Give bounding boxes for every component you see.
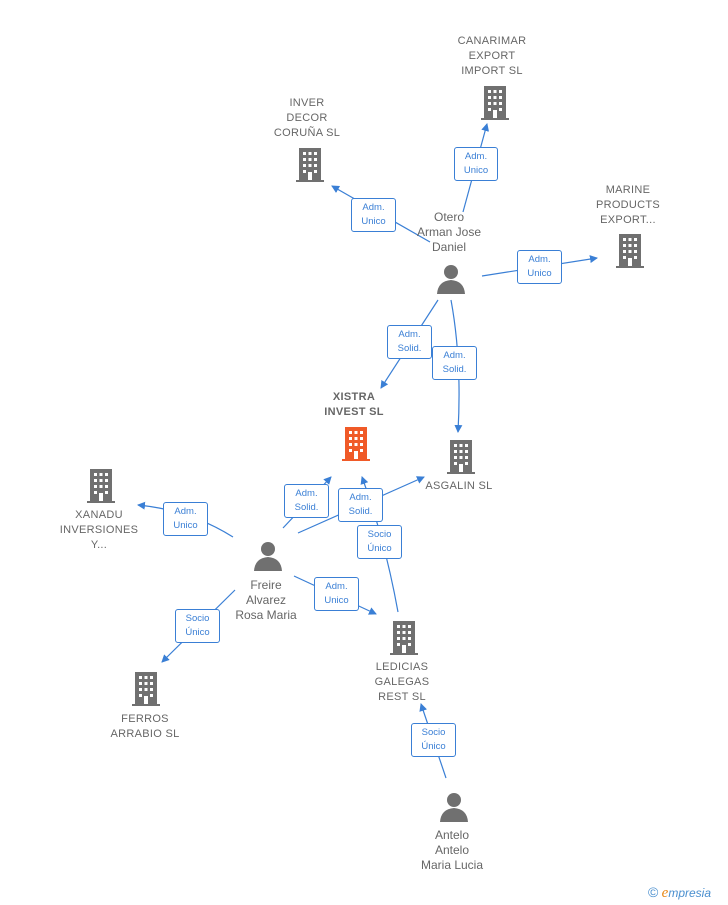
building-icon-ledicias[interactable] xyxy=(389,619,419,655)
copyright-icon: © xyxy=(648,884,659,900)
relation-label-otero-asgalin: Adm. Solid. xyxy=(432,346,477,380)
building-icon-marine[interactable] xyxy=(615,232,645,268)
node-label-otero[interactable]: Otero Arman Jose Daniel xyxy=(416,210,482,254)
node-label-antelo[interactable]: Antelo Antelo Maria Lucia xyxy=(420,828,484,872)
relation-label-freire-ferros: Socio Único xyxy=(175,609,220,643)
relation-label-antelo-ledicias: Socio Único xyxy=(411,723,456,757)
node-label-xanadu[interactable]: XANADU INVERSIONES Y... xyxy=(59,509,139,551)
brand-logo-text: mpresia xyxy=(668,886,712,900)
relation-label-freire-xistra: Adm. Solid. xyxy=(284,484,329,518)
relation-label-freire-asgalin: Adm. Solid. xyxy=(338,488,383,522)
person-icon-antelo[interactable] xyxy=(439,792,469,822)
building-icon-inver[interactable] xyxy=(295,146,325,182)
building-icon-xanadu[interactable] xyxy=(86,467,116,503)
brand-logo: © empresia xyxy=(648,884,711,902)
building-icon-xistra[interactable] xyxy=(341,425,371,461)
relation-label-freire-ledicias: Adm. Unico xyxy=(314,577,359,611)
relation-label-otero-xistra: Adm. Solid. xyxy=(387,325,432,359)
building-icon-asgalin[interactable] xyxy=(446,438,476,474)
relation-label-ledicias-xistra: Socio Único xyxy=(357,525,402,559)
node-label-asgalin[interactable]: ASGALIN SL xyxy=(425,480,493,492)
node-label-marine[interactable]: MARINE PRODUCTS EXPORT... xyxy=(595,184,661,226)
building-icon-ferros[interactable] xyxy=(131,670,161,706)
node-label-canarimar[interactable]: CANARIMAR EXPORT IMPORT SL xyxy=(457,35,527,77)
relation-label-freire-xanadu: Adm. Unico xyxy=(163,502,208,536)
node-label-inver[interactable]: INVER DECOR CORUÑA SL xyxy=(273,97,341,139)
node-label-freire[interactable]: Freire Alvarez Rosa Maria xyxy=(235,578,297,622)
relation-label-otero-inver: Adm. Unico xyxy=(351,198,396,232)
building-icon-canarimar[interactable] xyxy=(480,84,510,120)
relation-label-otero-canarimar: Adm. Unico xyxy=(454,147,498,181)
node-label-xistra[interactable]: XISTRA INVEST SL xyxy=(324,391,384,418)
relation-label-otero-marine: Adm. Unico xyxy=(517,250,562,284)
node-label-ledicias[interactable]: LEDICIAS GALEGAS REST SL xyxy=(374,661,430,703)
brand-logo-e: e xyxy=(661,885,669,901)
person-icon-otero[interactable] xyxy=(436,264,466,294)
person-icon-freire[interactable] xyxy=(253,541,283,571)
node-label-ferros[interactable]: FERROS ARRABIO SL xyxy=(110,713,180,740)
